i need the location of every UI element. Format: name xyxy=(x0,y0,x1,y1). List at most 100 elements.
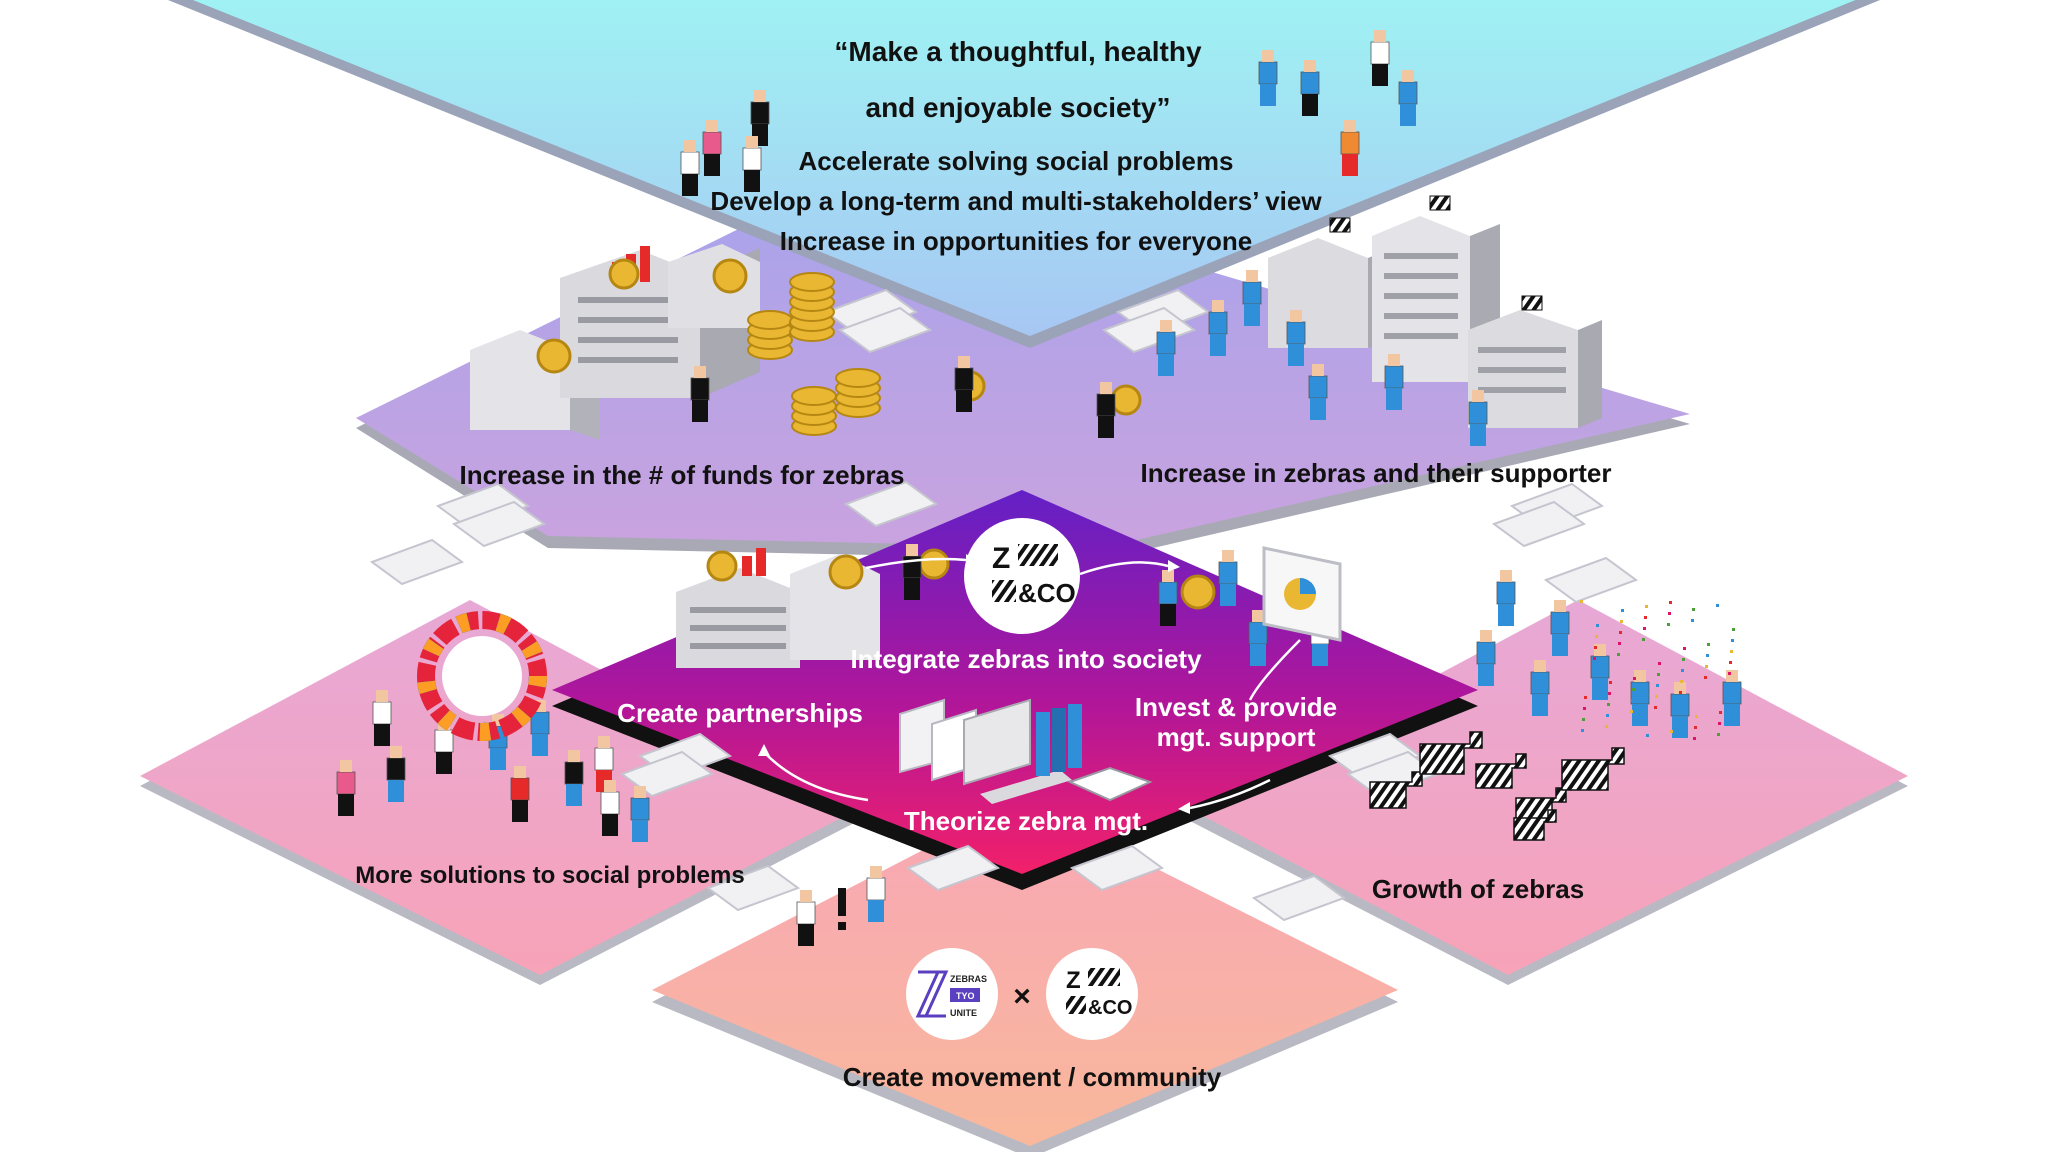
person-figure xyxy=(336,760,356,816)
person-figure xyxy=(1258,50,1278,106)
zebras-and-co-logo-bottom: Z &CO xyxy=(1046,948,1138,1040)
bottom-label: Create movement / community xyxy=(842,1062,1222,1092)
confetti-piece xyxy=(1658,662,1661,665)
coin-stack-icon xyxy=(747,272,881,436)
confetti-piece xyxy=(1657,673,1660,676)
confetti-piece xyxy=(1582,718,1585,721)
confetti-piece xyxy=(1655,695,1658,698)
confetti-piece xyxy=(1606,714,1609,717)
person-figure xyxy=(866,866,886,922)
confetti-piece xyxy=(1580,600,1583,603)
person-figure xyxy=(1308,364,1328,420)
confetti-piece xyxy=(1705,665,1708,668)
confetti-piece xyxy=(1656,684,1659,687)
confetti-piece xyxy=(1680,680,1683,683)
center-invest-label-1: Invest & provide xyxy=(1134,692,1338,722)
confetti-piece xyxy=(1646,734,1649,737)
person-figure xyxy=(750,90,770,146)
person-figure xyxy=(564,750,584,806)
person-figure xyxy=(796,890,816,946)
confetti-piece xyxy=(1729,661,1732,664)
confetti-piece xyxy=(1719,711,1722,714)
person-figure xyxy=(702,120,722,176)
office-tower-icon xyxy=(1268,195,1602,428)
confetti-piece xyxy=(1667,623,1670,626)
middle-right-label: Increase in zebras and their supporter xyxy=(1140,458,1612,488)
confetti-piece xyxy=(1595,635,1598,638)
confetti-piece xyxy=(1654,706,1657,709)
confetti-piece xyxy=(1693,737,1696,740)
person-figure xyxy=(1156,320,1176,376)
logo-unite-word: UNITE xyxy=(950,1008,977,1018)
person-figure xyxy=(954,356,974,412)
books-and-computer-icon xyxy=(899,698,1153,804)
confetti-piece xyxy=(1707,643,1710,646)
confetti-piece xyxy=(1596,624,1599,627)
person-figure xyxy=(1248,610,1268,666)
person-figure xyxy=(1242,270,1262,326)
top-quote-line-1: “Make a thoughtful, healthy xyxy=(834,36,1202,67)
confetti-piece xyxy=(1643,627,1646,630)
confetti-piece xyxy=(1716,604,1719,607)
person-figure xyxy=(1722,670,1742,726)
people-figures xyxy=(336,30,1742,946)
person-figure xyxy=(1530,660,1550,716)
top-quote-line-2: and enjoyable society” xyxy=(865,92,1171,123)
confetti-piece xyxy=(1717,733,1720,736)
cycle-arrows xyxy=(763,557,1301,810)
exclamation-icon xyxy=(838,888,846,930)
sdg-wheel-icon xyxy=(417,611,547,741)
logo-and-co: &CO xyxy=(1088,997,1132,1019)
confetti-piece xyxy=(1621,609,1624,612)
person-figure xyxy=(386,746,406,802)
confetti-piece xyxy=(1732,628,1735,631)
center-theorize-label: Theorize zebra mgt. xyxy=(903,806,1149,836)
left-pink-platform xyxy=(140,600,860,985)
top-goal-2: Develop a long-term and multi-stakeholde… xyxy=(710,186,1322,216)
logo-z: Z xyxy=(1066,967,1081,994)
center-partnerships-label: Create partnerships xyxy=(617,698,863,728)
logo-z: Z xyxy=(992,542,1010,575)
stairs xyxy=(369,288,1639,922)
confetti-piece xyxy=(1730,650,1733,653)
person-figure xyxy=(1476,630,1496,686)
logo-and-co: &CO xyxy=(1018,578,1076,608)
confetti-piece xyxy=(1645,605,1648,608)
person-figure xyxy=(1496,570,1516,626)
lower-left-label: More solutions to social problems xyxy=(355,862,745,889)
confetti-piece xyxy=(1704,676,1707,679)
confetti-piece xyxy=(1583,707,1586,710)
confetti-piece xyxy=(1631,699,1634,702)
building-icon xyxy=(470,244,760,440)
confetti-piece xyxy=(1620,620,1623,623)
confetti-piece xyxy=(1670,730,1673,733)
confetti-piece xyxy=(1607,703,1610,706)
center-integrate-label: Integrate zebras into society xyxy=(850,644,1202,674)
confetti-piece xyxy=(1694,726,1697,729)
confetti-piece xyxy=(1695,715,1698,718)
person-figure xyxy=(1218,550,1238,606)
center-platform xyxy=(552,490,1478,890)
person-figure xyxy=(372,690,392,746)
confetti-piece xyxy=(1618,642,1621,645)
lower-right-label: Growth of zebras xyxy=(1371,874,1585,904)
confetti-piece xyxy=(1728,672,1731,675)
person-figure xyxy=(1096,382,1116,438)
confetti-piece xyxy=(1668,612,1671,615)
building-icon xyxy=(676,548,880,668)
confetti-piece xyxy=(1581,729,1584,732)
confetti-piece xyxy=(1691,619,1694,622)
person-figure xyxy=(1208,300,1228,356)
person-figure xyxy=(1370,30,1390,86)
confetti-piece xyxy=(1683,647,1686,650)
person-figure xyxy=(600,780,620,836)
zebras-tyo-unite-logo: ZEBRAS TYO UNITE xyxy=(906,948,998,1040)
presentation-board-icon xyxy=(1262,546,1342,642)
top-goal-3: Increase in opportunities for everyone xyxy=(779,226,1253,256)
confetti-piece xyxy=(1692,608,1695,611)
zebra-animal-icon xyxy=(1369,731,1625,841)
confetti-piece xyxy=(1609,681,1612,684)
confetti-piece xyxy=(1633,677,1636,680)
confetti-piece xyxy=(1630,710,1633,713)
